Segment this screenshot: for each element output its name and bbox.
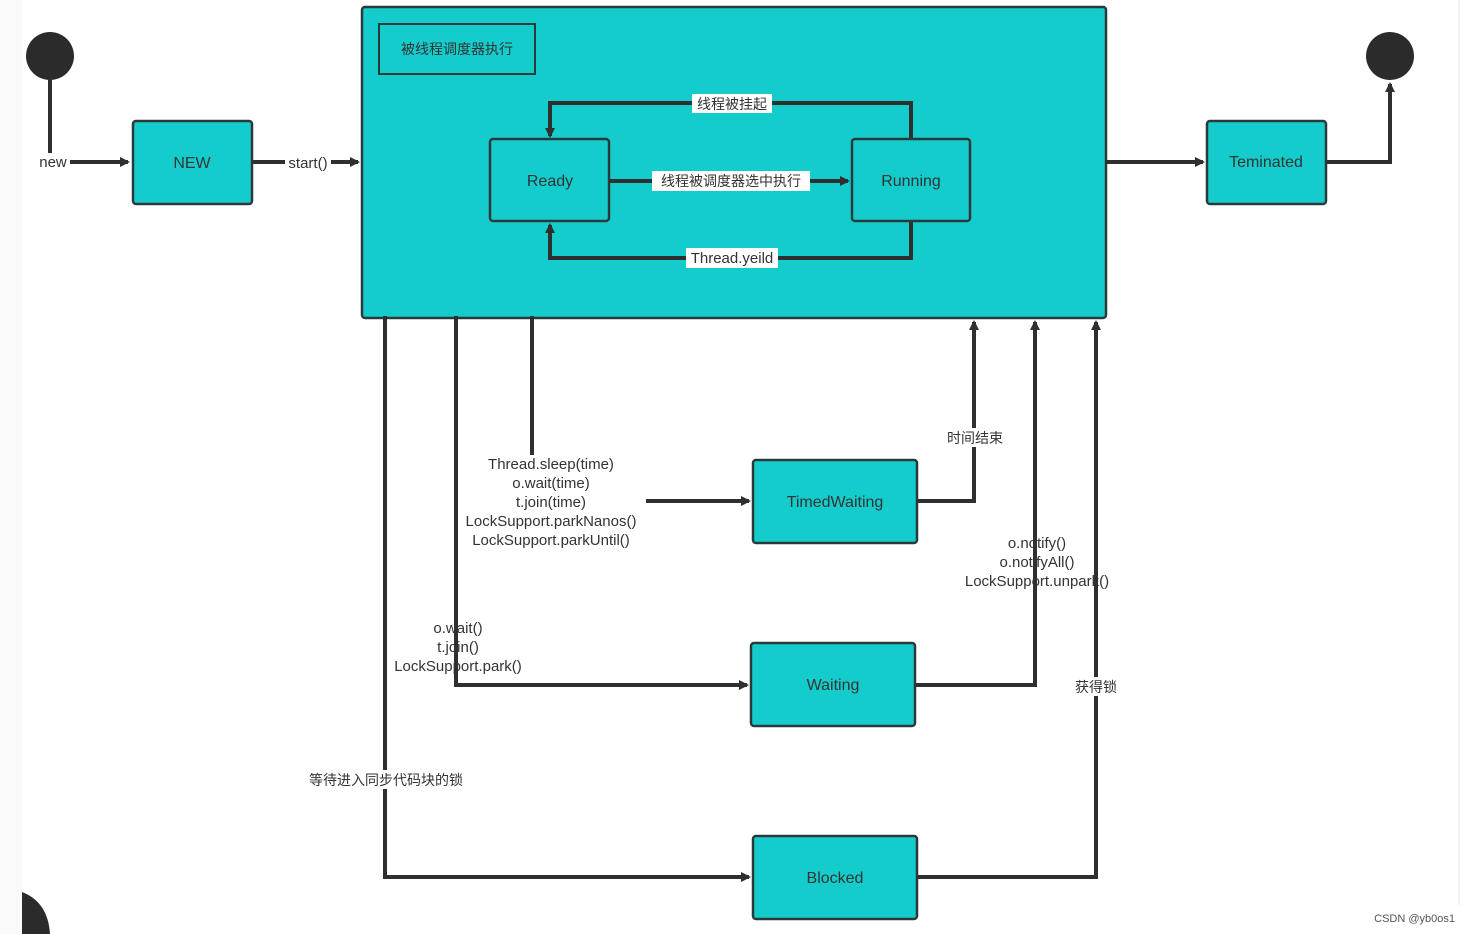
state-running[interactable]: Running xyxy=(850,137,972,223)
edge-label-timed: Thread.sleep(time) o.wait(time) t.join(t… xyxy=(466,456,637,549)
svg-text:Blocked: Blocked xyxy=(807,870,864,887)
svg-text:o.notify(): o.notify() xyxy=(1008,535,1066,552)
svg-text:Waiting: Waiting xyxy=(807,677,860,694)
edge-label-new: new xyxy=(39,154,67,171)
svg-text:Teminated: Teminated xyxy=(1229,154,1303,171)
edge-new xyxy=(48,80,130,167)
edge-label-yield: Thread.yeild xyxy=(691,250,774,267)
state-waiting[interactable]: Waiting xyxy=(749,641,917,728)
edge-time-up xyxy=(917,320,979,503)
edge-label-time-up: 时间结束 xyxy=(947,430,1003,446)
edge-label-acquire-lock: 获得锁 xyxy=(1075,679,1117,695)
svg-text:t.join(): t.join() xyxy=(437,639,479,656)
svg-text:t.join(time): t.join(time) xyxy=(516,494,586,511)
edge-wait xyxy=(454,316,749,690)
edge-label-suspend: 线程被挂起 xyxy=(697,96,767,112)
edge-blocked xyxy=(383,316,751,882)
container-label: 被线程调度器执行 xyxy=(401,41,513,57)
start-node xyxy=(26,32,74,80)
label-bg-suspend xyxy=(692,94,772,113)
state-ready[interactable]: Ready xyxy=(488,137,611,223)
label-bg-acquire xyxy=(1071,677,1121,696)
svg-text:o.wait(): o.wait() xyxy=(433,620,482,637)
edge-label-notify: o.notify() o.notifyAll() LockSupport.unp… xyxy=(965,535,1109,590)
svg-text:Thread.sleep(time): Thread.sleep(time) xyxy=(488,456,614,473)
edge-label-wait: o.wait() t.join() LockSupport.park() xyxy=(394,620,522,675)
svg-text:LockSupport.parkNanos(): LockSupport.parkNanos() xyxy=(466,513,637,530)
label-bg-start xyxy=(285,153,331,172)
edge-label-scheduled: 线程被调度器选中执行 xyxy=(661,173,801,189)
label-bg-wait-lock xyxy=(300,770,472,789)
state-terminated[interactable]: Teminated xyxy=(1205,119,1328,206)
label-bg-yield xyxy=(686,248,778,268)
svg-text:LockSupport.parkUntil(): LockSupport.parkUntil() xyxy=(472,532,630,549)
svg-text:Ready: Ready xyxy=(527,173,573,190)
edge-notify xyxy=(915,320,1040,687)
edge-label-wait-lock: 等待进入同步代码块的锁 xyxy=(309,772,463,788)
svg-text:LockSupport.park(): LockSupport.park() xyxy=(394,658,522,675)
watermark: CSDN @yb0os1 xyxy=(1374,913,1455,925)
edge-acquire-lock xyxy=(917,320,1101,879)
svg-text:o.notifyAll(): o.notifyAll() xyxy=(999,554,1074,571)
left-margin xyxy=(0,0,22,934)
label-bg-new xyxy=(36,153,70,171)
label-bg-time-up xyxy=(942,428,1008,447)
state-timed-waiting[interactable]: TimedWaiting xyxy=(751,458,919,545)
state-new[interactable]: NEW xyxy=(131,119,254,206)
state-blocked[interactable]: Blocked xyxy=(751,834,919,921)
svg-text:TimedWaiting: TimedWaiting xyxy=(787,494,884,511)
svg-text:NEW: NEW xyxy=(173,155,211,172)
label-bg-scheduled xyxy=(652,171,810,191)
svg-text:LockSupport.unpark(): LockSupport.unpark() xyxy=(965,573,1109,590)
svg-text:Running: Running xyxy=(881,173,941,190)
edge-end xyxy=(1326,82,1395,164)
svg-text:o.wait(time): o.wait(time) xyxy=(512,475,590,492)
container-label-box xyxy=(378,23,536,75)
end-node xyxy=(1366,32,1414,80)
edge-label-start: start() xyxy=(288,155,327,172)
corner-shape xyxy=(22,892,50,934)
